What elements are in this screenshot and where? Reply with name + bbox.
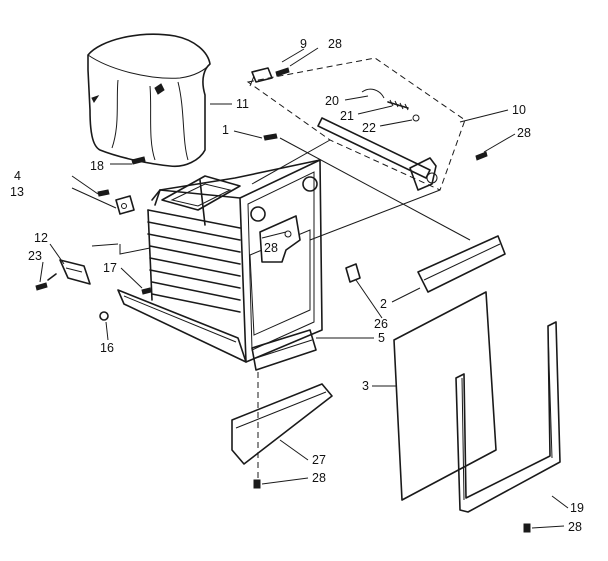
callout-9: 9 <box>300 37 307 51</box>
callout-3: 3 <box>362 379 369 393</box>
callout-4: 4 <box>14 169 21 183</box>
callout-27: 27 <box>312 453 326 467</box>
callout-28: 28 <box>312 471 326 485</box>
callout-17: 17 <box>103 261 117 275</box>
callout-5: 5 <box>378 331 385 345</box>
callout-28: 28 <box>264 241 278 255</box>
callout-28: 28 <box>517 126 531 140</box>
leader-lines <box>39 47 569 529</box>
callout-20: 20 <box>325 94 339 108</box>
callout-labels: 9 28 11 10 20 21 22 28 1 18 4 13 28 12 2… <box>10 37 584 534</box>
alignment-lines <box>91 137 471 478</box>
top-bracket-assembly <box>246 57 466 191</box>
callout-2: 2 <box>380 297 387 311</box>
door-frame <box>455 321 561 513</box>
callout-1: 1 <box>222 123 229 137</box>
callout-28: 28 <box>568 520 582 534</box>
door-panel <box>393 291 497 501</box>
callout-28: 28 <box>328 37 342 51</box>
callout-18: 18 <box>90 159 104 173</box>
screws <box>35 67 531 533</box>
callout-23: 23 <box>28 249 42 263</box>
toe-kick <box>231 383 333 465</box>
callout-21: 21 <box>340 109 354 123</box>
callout-12: 12 <box>34 231 48 245</box>
callout-19: 19 <box>570 501 584 515</box>
callout-10: 10 <box>512 103 526 117</box>
left-hardware <box>47 95 135 321</box>
callout-22: 22 <box>362 121 376 135</box>
callout-26: 26 <box>374 317 388 331</box>
callout-11: 11 <box>236 97 249 111</box>
callout-16: 16 <box>100 341 114 355</box>
trash-bag <box>87 33 211 168</box>
cabinet-frame <box>117 159 323 371</box>
callout-13: 13 <box>10 185 24 199</box>
handle-assembly <box>345 235 506 293</box>
